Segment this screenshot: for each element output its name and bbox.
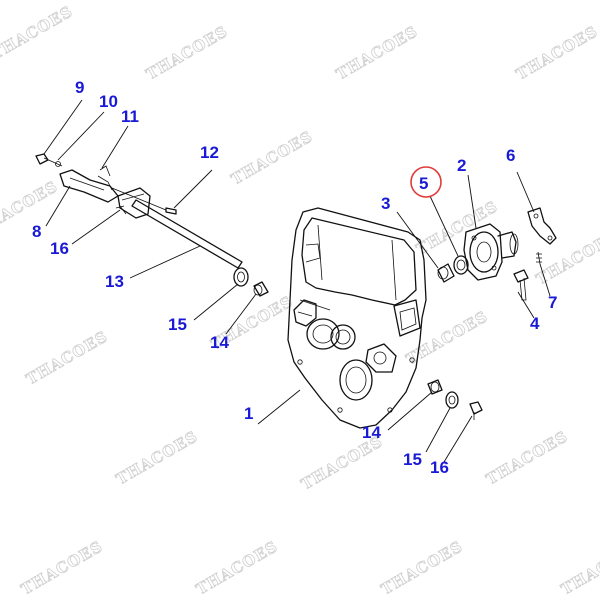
callout-15[interactable]: 15 xyxy=(168,315,187,334)
bushing-part xyxy=(427,379,443,395)
watermark: THACOES xyxy=(403,307,491,368)
callout-2[interactable]: 2 xyxy=(457,156,466,175)
housing-part xyxy=(287,207,427,429)
seal-ring-part xyxy=(453,255,469,275)
callout-16[interactable]: 16 xyxy=(430,458,449,477)
lever-part xyxy=(527,207,557,245)
callout-12[interactable]: 12 xyxy=(200,143,219,162)
leader-lines xyxy=(43,99,551,463)
flange-cover-part xyxy=(463,223,519,281)
watermark: THACOES xyxy=(513,22,600,83)
callout-16[interactable]: 16 xyxy=(50,239,69,258)
watermark: THACOES xyxy=(333,22,421,83)
callout-4[interactable]: 4 xyxy=(530,314,540,333)
callout-6[interactable]: 6 xyxy=(506,146,515,165)
watermark: THACOES xyxy=(483,427,571,488)
bushing-part xyxy=(253,281,269,297)
plug-part xyxy=(437,263,455,283)
bolt-part xyxy=(513,269,529,301)
callout-10[interactable]: 10 xyxy=(99,92,118,111)
highlight-circle xyxy=(410,166,442,198)
watermark: THACOES xyxy=(18,537,106,598)
watermark: THACOES xyxy=(143,22,231,83)
watermark: THACOES xyxy=(558,537,600,598)
watermark: THACOES xyxy=(413,197,501,258)
bolt-part xyxy=(469,401,483,420)
watermark: THACOES xyxy=(113,427,201,488)
bearing-part xyxy=(233,267,249,287)
watermark: THACOES xyxy=(0,177,61,238)
callout-7[interactable]: 7 xyxy=(548,293,557,312)
callout-13[interactable]: 13 xyxy=(105,272,124,291)
watermark: THACOES xyxy=(0,2,76,63)
callout-3[interactable]: 3 xyxy=(381,194,390,213)
callout-9[interactable]: 9 xyxy=(75,78,84,97)
callout-labels: 1 2 3 4 5 6 7 8 9 10 11 12 13 15 14 16 1… xyxy=(32,78,557,477)
seal-ring-part xyxy=(445,391,459,409)
watermark: THACOES xyxy=(533,227,600,288)
callout-14[interactable]: 14 xyxy=(210,333,229,352)
callout-1[interactable]: 1 xyxy=(244,404,253,423)
spring-pin-part xyxy=(536,251,542,265)
callout-15[interactable]: 15 xyxy=(403,450,422,469)
watermark: THACOES xyxy=(228,127,316,188)
callout-11[interactable]: 11 xyxy=(121,107,139,126)
callout-8[interactable]: 8 xyxy=(32,222,41,241)
watermark: THACOES xyxy=(193,537,281,598)
callout-5[interactable]: 5 xyxy=(419,174,428,193)
watermark: THACOES xyxy=(378,537,466,598)
watermark: THACOES xyxy=(23,327,111,388)
callout-14[interactable]: 14 xyxy=(362,423,381,442)
shaft-assembly-part xyxy=(35,153,243,269)
